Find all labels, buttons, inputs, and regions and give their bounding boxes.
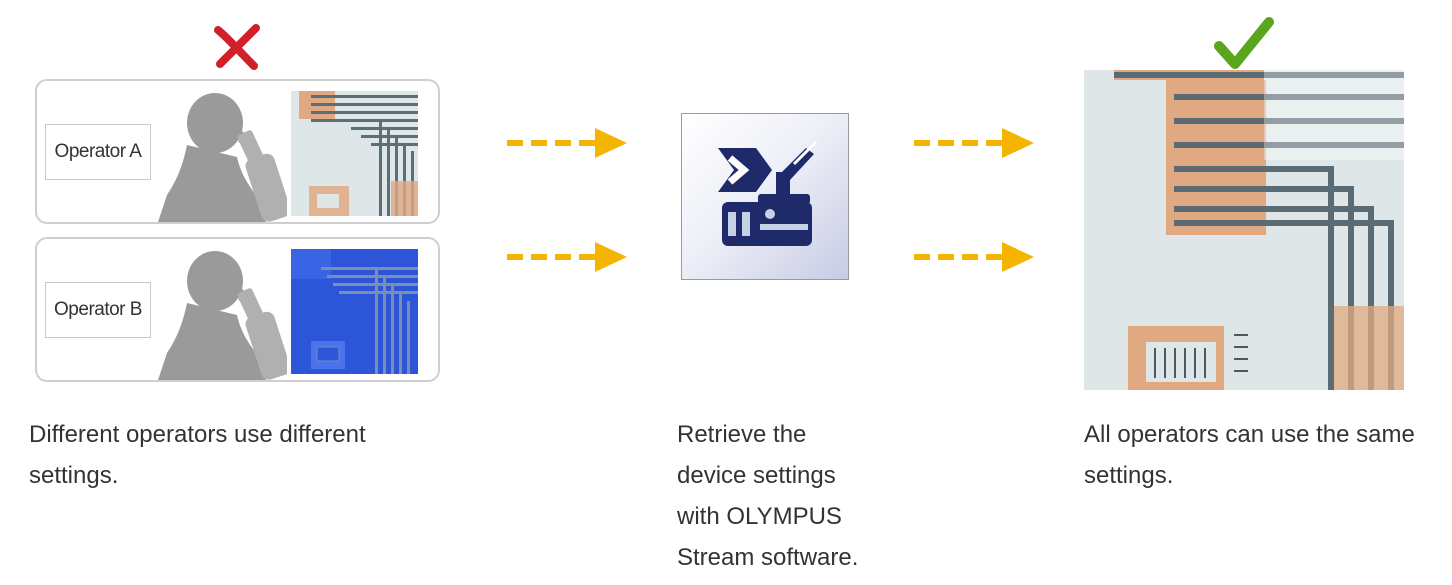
operator-a-label: Operator A [45,124,151,180]
left-caption: Different operators use different settin… [29,414,366,496]
caption-line: Retrieve the [677,421,807,448]
caption-line: All operators can use the same [1084,421,1415,448]
caption-line: device settings [677,462,836,489]
dashed-arrow-icon [914,128,1034,158]
operator-b-card: Operator B [35,237,440,382]
operator-silhouette-icon [158,251,287,380]
red-x-icon [214,24,260,70]
dashed-arrow-icon [507,128,627,158]
result-sample-image [1084,70,1404,390]
operator-silhouette-icon [158,93,287,222]
caption-line: with OLYMPUS [677,503,842,530]
dashed-arrow-icon [914,242,1034,272]
caption-line: Stream software. [677,544,859,571]
operator-b-label: Operator B [45,282,151,338]
caption-line: settings. [1084,462,1174,489]
sample-image-b [291,249,418,374]
middle-caption: Retrieve the device settings with OLYMPU… [677,414,858,578]
fail-mark [210,22,266,75]
sample-image-a [291,91,418,216]
caption-line: settings. [29,462,119,489]
dashed-arrow-icon [507,242,627,272]
caption-line: Different operators use different [29,421,366,448]
operator-a-card: Operator A [35,79,440,224]
microscope-settings-icon [718,140,818,246]
green-check-icon [1214,17,1274,69]
stream-software-icon [681,113,849,280]
success-mark [1213,16,1275,77]
right-caption: All operators can use the same settings. [1084,414,1415,496]
